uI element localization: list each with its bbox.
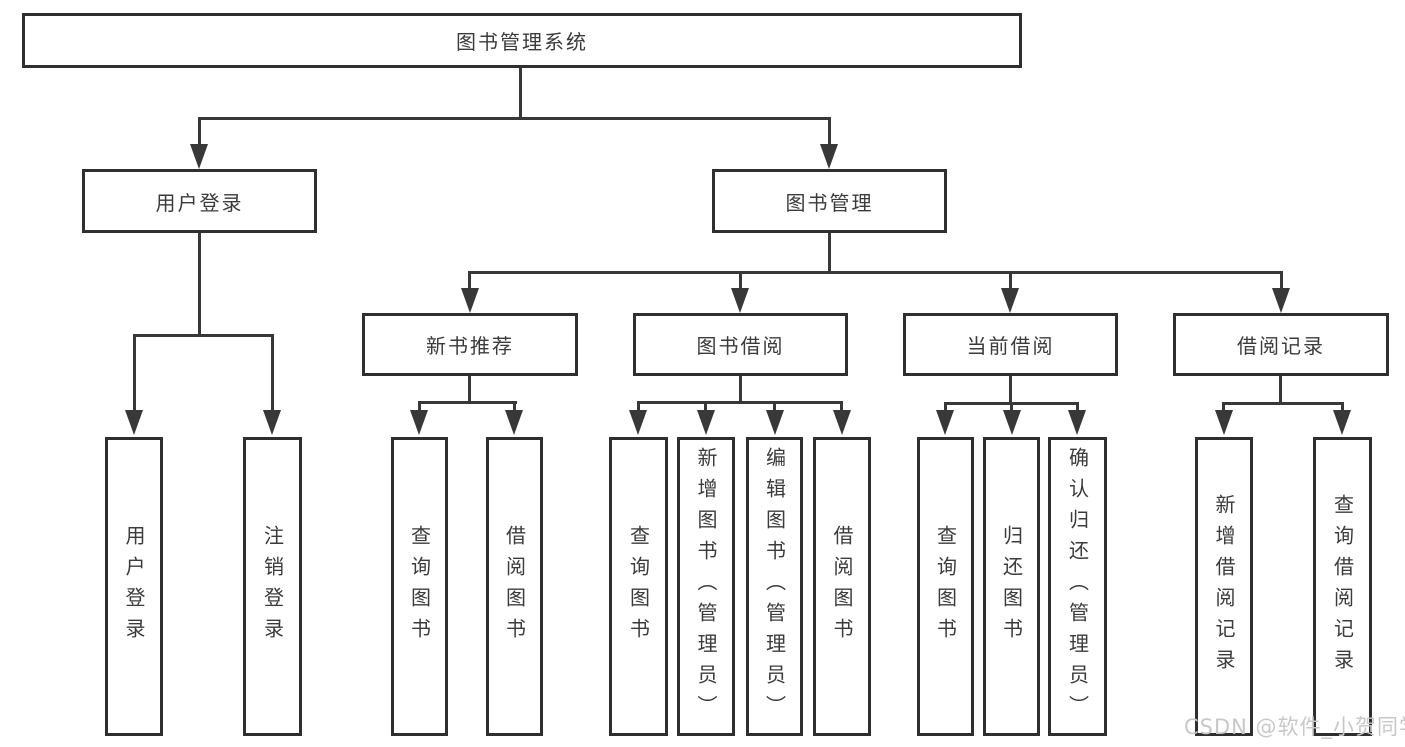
line [704, 401, 707, 412]
arrowhead-down-icon [731, 288, 749, 313]
leaf-borrow-book: 借阅图书 [813, 437, 871, 736]
leaf-query-borrow-record: 查询借阅记录 [1313, 437, 1372, 736]
line [418, 401, 517, 404]
line [773, 401, 776, 412]
line [637, 401, 843, 404]
leaf-label: 编辑图书（管理员） [762, 447, 787, 726]
arrowhead-down-icon [833, 410, 851, 435]
arrowhead-down-icon [820, 144, 838, 169]
line [468, 376, 471, 404]
node-user-login: 用户登录 [82, 169, 317, 233]
leaf-label: 用户登录 [122, 524, 146, 649]
leaf-confirm-return-admin: 确认归还（管理员） [1048, 437, 1107, 736]
arrowhead-down-icon [697, 410, 715, 435]
arrowhead-down-icon [461, 288, 479, 313]
arrowhead-down-icon [1333, 410, 1351, 435]
leaf-label: 查询借阅记录 [1330, 493, 1355, 680]
line [198, 117, 201, 147]
leaf-return-book: 归还图书 [983, 437, 1040, 736]
arrowhead-down-icon [1003, 410, 1021, 435]
arrowhead-down-icon [125, 410, 143, 435]
line [1280, 271, 1283, 290]
line [468, 271, 1282, 274]
node-book-borrow: 图书借阅 [633, 313, 848, 376]
line [468, 271, 471, 290]
line [1222, 402, 1225, 412]
leaf-edit-book-admin: 编辑图书（管理员） [746, 437, 803, 736]
leaf-add-book-admin: 新增图书（管理员） [677, 437, 735, 736]
leaf-label: 归还图书 [999, 524, 1024, 649]
leaf-label: 查询图书 [933, 524, 958, 649]
line [418, 401, 421, 412]
line [271, 334, 274, 412]
line [739, 376, 742, 404]
arrowhead-down-icon [936, 410, 954, 435]
line [133, 334, 274, 337]
leaf-label: 查询图书 [407, 524, 432, 649]
line [828, 233, 831, 274]
leaf-label: 确认归还（管理员） [1065, 447, 1090, 726]
node-borrow-records: 借阅记录 [1173, 313, 1389, 376]
leaf-label: 借阅图书 [830, 524, 854, 649]
node-library-management-system: 图书管理系统 [22, 13, 1022, 68]
leaf-logout: 注销登录 [243, 437, 302, 736]
node-new-book-recommend: 新书推荐 [362, 313, 578, 376]
arrowhead-down-icon [766, 410, 784, 435]
arrowhead-down-icon [1068, 410, 1086, 435]
arrowhead-down-icon [629, 410, 647, 435]
leaf-borrow-book-recommend: 借阅图书 [486, 437, 543, 736]
line [1009, 271, 1012, 290]
leaf-label: 新增借阅记录 [1212, 493, 1236, 680]
arrowhead-down-icon [505, 410, 523, 435]
node-book-management: 图书管理 [712, 169, 947, 233]
line [1341, 402, 1344, 412]
arrowhead-down-icon [1001, 288, 1019, 313]
leaf-query-book-current: 查询图书 [917, 437, 974, 736]
node-current-borrow: 当前借阅 [903, 313, 1118, 376]
line [1279, 376, 1282, 405]
leaf-user-login: 用户登录 [105, 437, 163, 736]
leaf-label: 注销登录 [260, 524, 285, 649]
arrowhead-down-icon [1272, 288, 1290, 313]
leaf-label: 查询图书 [626, 524, 651, 649]
line [1076, 402, 1079, 412]
line [513, 401, 516, 412]
line [1009, 376, 1012, 405]
leaf-label: 借阅图书 [502, 524, 527, 649]
line [133, 334, 136, 412]
arrowhead-down-icon [190, 144, 208, 169]
line [198, 117, 831, 120]
arrowhead-down-icon [263, 410, 281, 435]
leaf-label: 新增图书（管理员） [694, 447, 718, 726]
line [828, 117, 831, 147]
line [1010, 402, 1013, 412]
leaf-query-book-borrow: 查询图书 [609, 437, 668, 736]
line [1222, 402, 1343, 405]
leaf-query-book-recommend: 查询图书 [391, 437, 448, 736]
line [519, 68, 522, 119]
csdn-watermark: CSDN @软件_小贺同学 [1184, 715, 1405, 739]
line [739, 271, 742, 290]
arrowhead-down-icon [410, 410, 428, 435]
leaf-add-borrow-record: 新增借阅记录 [1195, 437, 1253, 736]
line [637, 401, 640, 412]
arrowhead-down-icon [1215, 410, 1233, 435]
line [840, 401, 843, 412]
line [944, 402, 947, 412]
line [198, 233, 201, 337]
